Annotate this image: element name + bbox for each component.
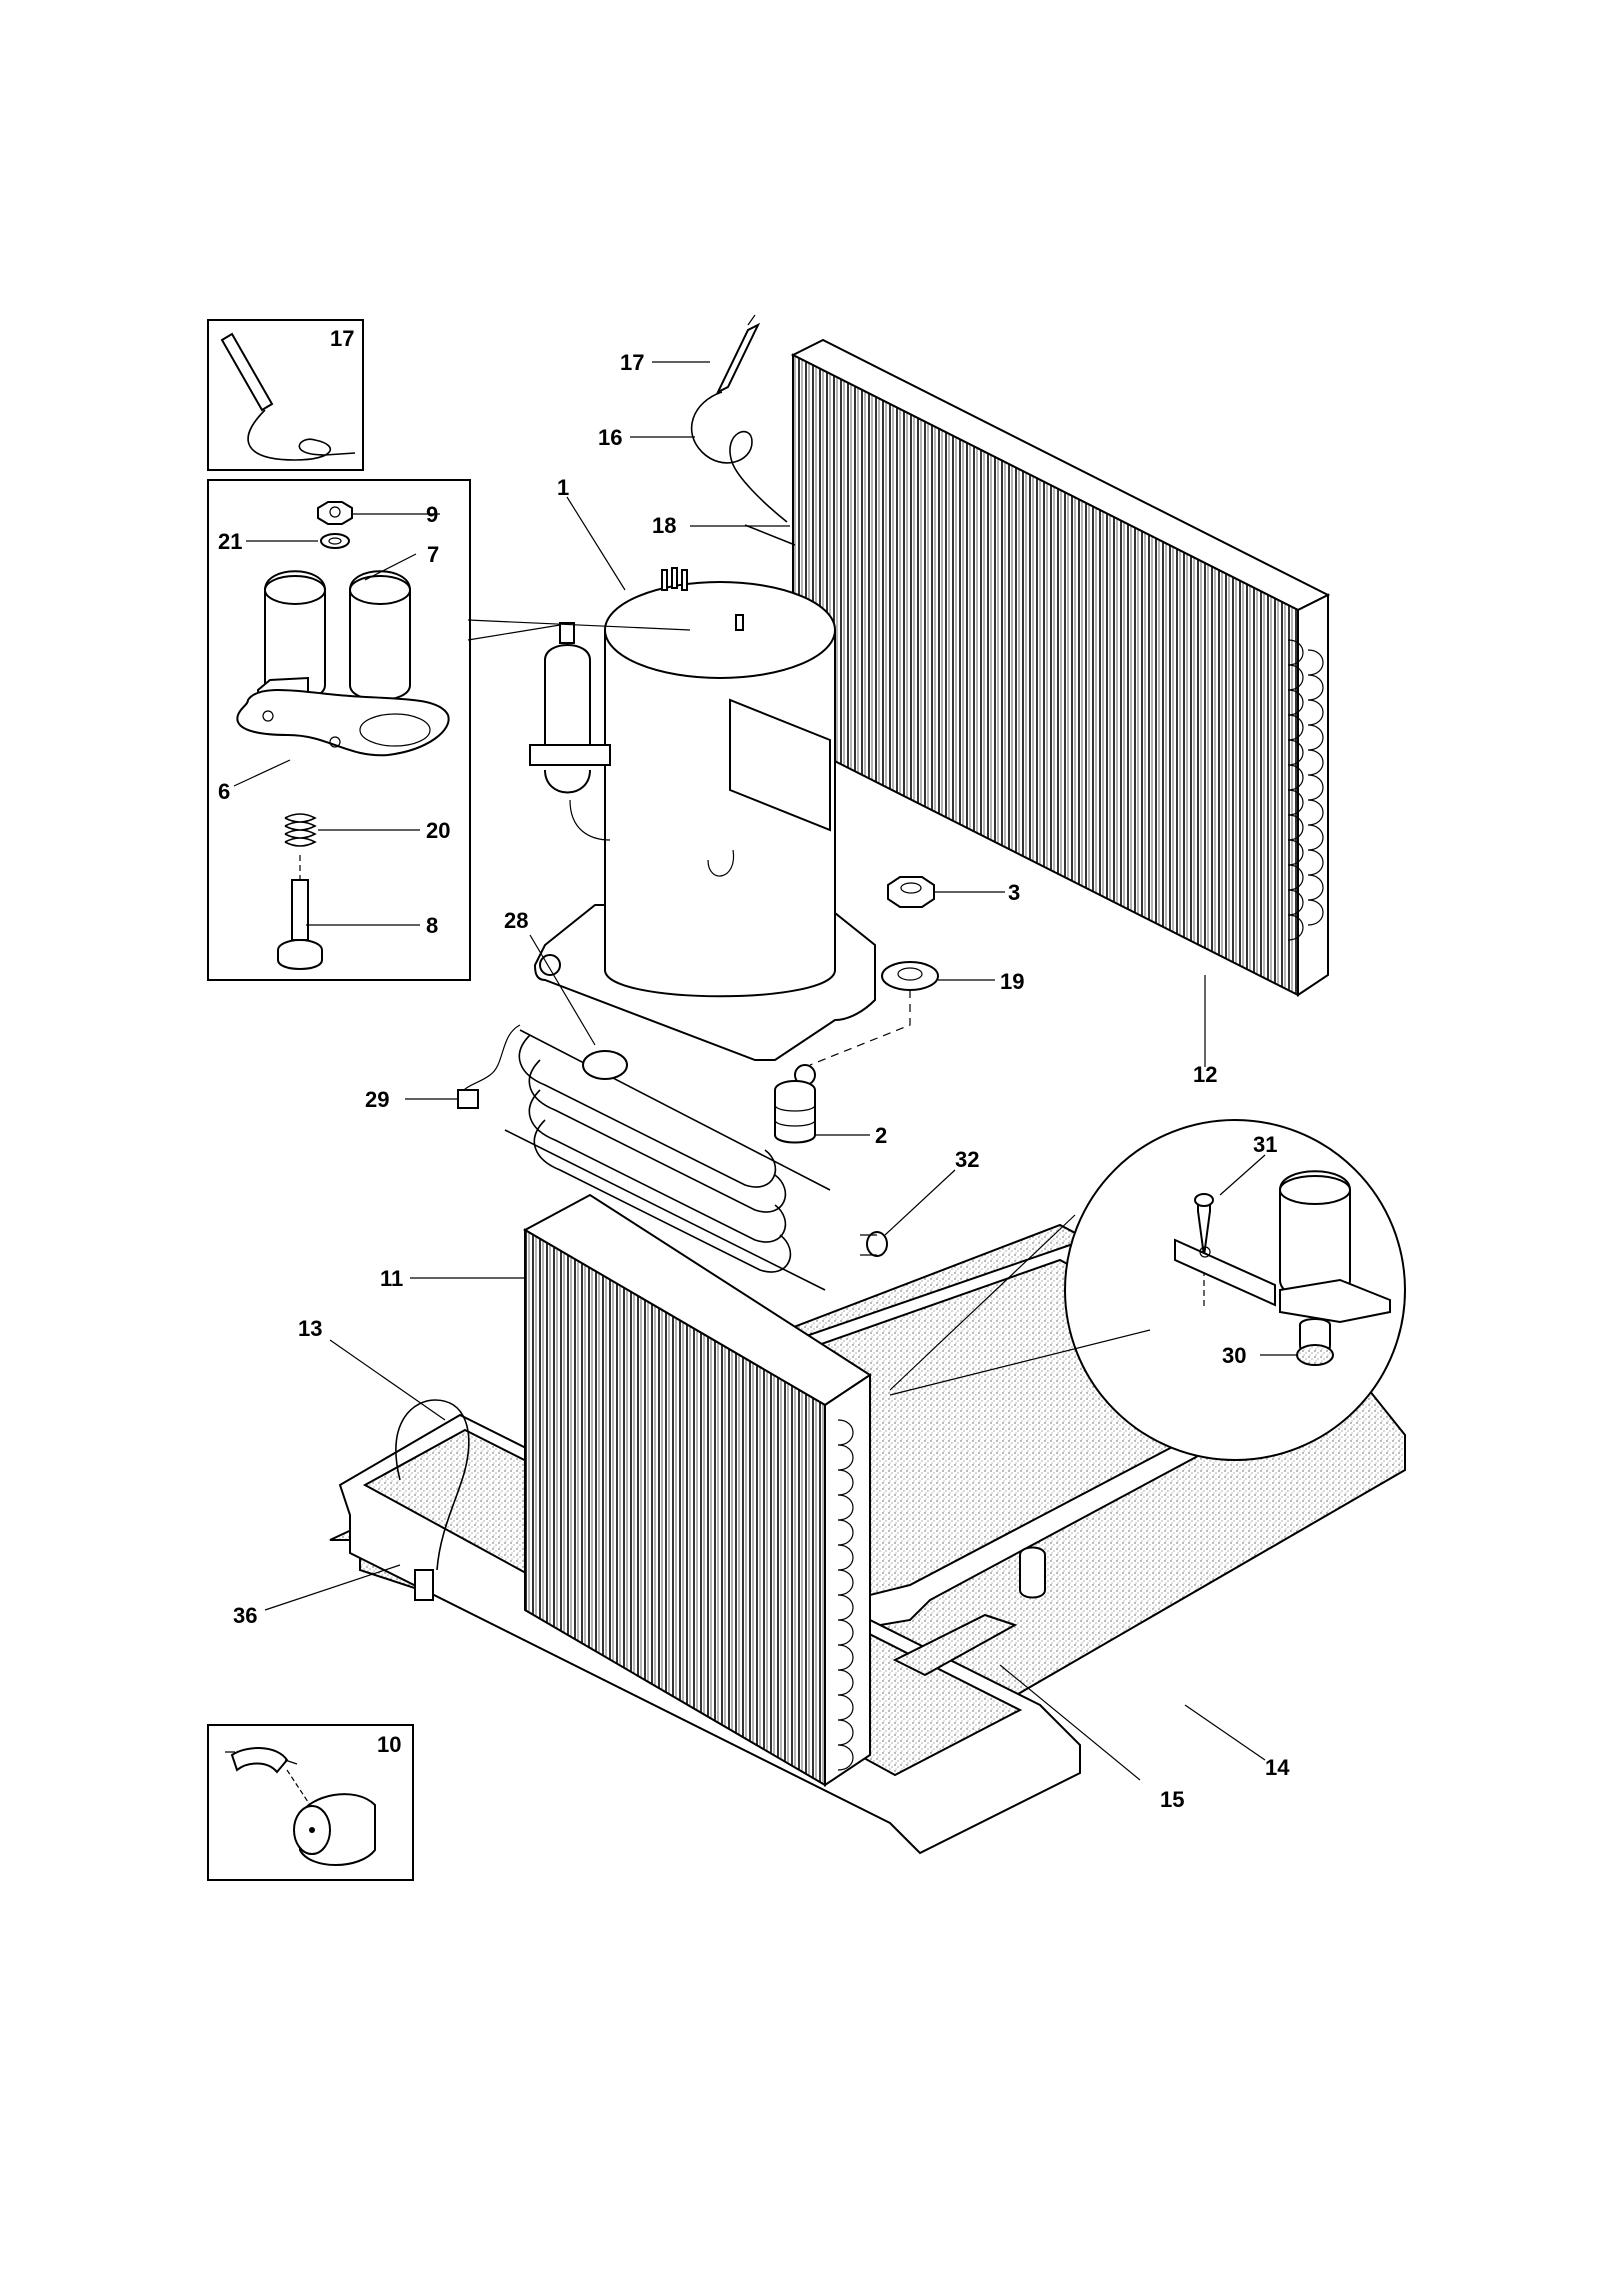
valve-body-icon	[257, 570, 411, 714]
inset-10	[207, 1724, 414, 1881]
inset-17	[207, 319, 364, 471]
callout-29: 29	[365, 1087, 389, 1112]
callout-3: 3	[1008, 880, 1020, 905]
callout-2: 2	[875, 1123, 887, 1148]
evaporator-coil	[522, 1193, 872, 1787]
spring-icon	[284, 813, 317, 847]
callout-36: 36	[233, 1603, 257, 1628]
valve-stem-icon	[277, 879, 323, 970]
capacitor-clamp-icon	[225, 1747, 376, 1866]
plug-icon	[860, 1231, 888, 1257]
callout-28: 28	[504, 908, 528, 933]
screw-icon	[1194, 1193, 1214, 1257]
callout-labels: 17 9 21 7 6 20 8 17 16 1 18 3 19 28 12 2…	[218, 326, 1290, 1812]
callout-8: 8	[426, 913, 438, 938]
capillary-assembly	[690, 314, 796, 546]
callout-20: 20	[426, 818, 450, 843]
drain-hose-icon	[395, 1399, 470, 1601]
callout-30: 30	[1222, 1343, 1246, 1368]
callout-12: 12	[1193, 1062, 1217, 1087]
callout-13: 13	[298, 1316, 322, 1341]
compressor	[529, 567, 876, 1086]
callout-19: 19	[1000, 969, 1024, 994]
inset-circle-float	[889, 1119, 1406, 1461]
coil-return-bends-icon	[1287, 639, 1324, 941]
connector-icon	[457, 1089, 479, 1109]
gasket-icon	[236, 689, 450, 757]
bracket-icon	[892, 1546, 1046, 1677]
callout-16: 16	[598, 425, 622, 450]
callout-11: 11	[380, 1266, 403, 1291]
callout-10: 10	[377, 1732, 401, 1757]
leader-lines	[233, 361, 1298, 1781]
callout-21: 21	[218, 529, 242, 554]
float-switch-icon	[1174, 1170, 1391, 1366]
callout-17-inset: 17	[330, 326, 354, 351]
callout-7: 7	[427, 542, 439, 567]
evaporator-return-bends-icon	[837, 1419, 854, 1771]
callout-17: 17	[620, 350, 644, 375]
accumulator-icon	[529, 622, 611, 841]
terminal-pins-icon	[661, 567, 688, 591]
callout-6: 6	[218, 779, 230, 804]
callout-32: 32	[955, 1147, 979, 1172]
callout-9: 9	[426, 502, 438, 527]
grommet-icon	[774, 1080, 816, 1144]
condenser-coil	[790, 338, 1331, 997]
nut-icon	[317, 501, 353, 525]
callout-31: 31	[1253, 1132, 1277, 1157]
washer-19-icon	[881, 961, 939, 991]
callout-1: 1	[557, 475, 569, 500]
washer-icon	[320, 533, 350, 549]
callout-15: 15	[1160, 1787, 1184, 1812]
callout-14: 14	[1265, 1755, 1290, 1780]
inset-valve-assembly	[207, 479, 471, 981]
callout-18: 18	[652, 513, 676, 538]
heater-element	[459, 1024, 831, 1291]
nut-3-icon	[887, 876, 935, 908]
capillary-tube-icon	[220, 332, 356, 461]
